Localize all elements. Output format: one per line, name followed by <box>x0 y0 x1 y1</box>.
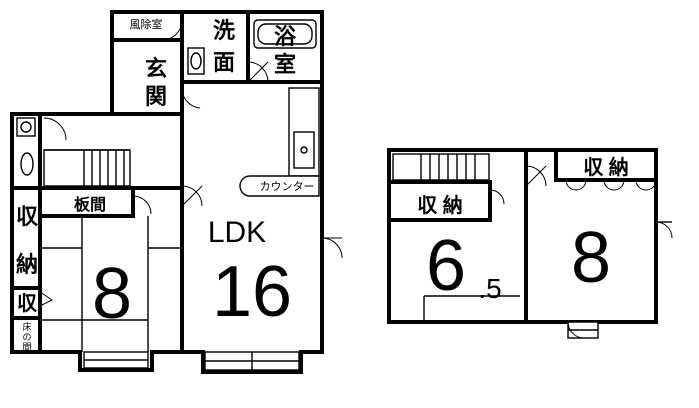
tokonoma-label-2: の <box>22 332 31 342</box>
floor1-stairs <box>43 149 131 187</box>
floor1-ldk-patio-door <box>204 351 300 371</box>
bath-label-2: 室 <box>274 52 296 77</box>
ldk-size: 16 <box>212 252 292 332</box>
storage-left-label-1: 収 <box>16 204 39 229</box>
bath-label-1: 浴 <box>274 24 297 49</box>
toilet-fixture <box>16 117 36 176</box>
ldk-label: LDK <box>208 216 266 249</box>
tatami-room-size: 8 <box>92 254 132 334</box>
floor1-door-swings <box>39 12 343 307</box>
tokonoma-label-3: 間 <box>22 342 31 352</box>
entrance-label-2: 関 <box>145 84 167 109</box>
washbasin <box>187 47 205 75</box>
floor2-openings <box>525 165 673 339</box>
second-floor: 収 納 収 納 6 .5 8 <box>387 148 673 339</box>
floor2-room-a-size: 6 <box>426 226 466 306</box>
floor2-interior-walls <box>387 148 658 324</box>
floor2-stairs <box>392 153 490 181</box>
first-floor: 風除室 洗 面 浴 室 玄 関 カウンター LDK 16 板間 収 納 収 床 … <box>10 10 343 374</box>
floor2-storage-b-label: 収 納 <box>583 155 629 179</box>
washroom-label-1: 洗 <box>213 18 235 43</box>
tokonoma-label-1: 床 <box>22 321 31 332</box>
storage-left-label-2: 納 <box>16 252 38 277</box>
floor2-room-a-fraction: .5 <box>478 273 501 304</box>
floor2-room-b-size: 8 <box>571 218 611 298</box>
itama-label: 板間 <box>74 195 106 214</box>
floor2-closet-doors <box>489 179 657 205</box>
tatami-lines <box>40 216 182 352</box>
floor1-interior-walls <box>10 10 324 354</box>
counter-label: カウンター <box>260 180 315 193</box>
bathtub <box>253 19 317 49</box>
floor2-outer-wall <box>387 148 658 324</box>
kitchen-counter <box>239 87 320 197</box>
wind-room-label: 風除室 <box>130 17 163 31</box>
storage-small-label: 収 <box>17 292 38 315</box>
entrance-label-1: 玄 <box>145 56 167 81</box>
floor2-storage-a-label: 収 納 <box>417 193 463 217</box>
washroom-label-2: 面 <box>213 50 235 75</box>
floor1-window-south-washitsu <box>83 351 149 369</box>
floor1-outer-wall <box>10 10 324 374</box>
